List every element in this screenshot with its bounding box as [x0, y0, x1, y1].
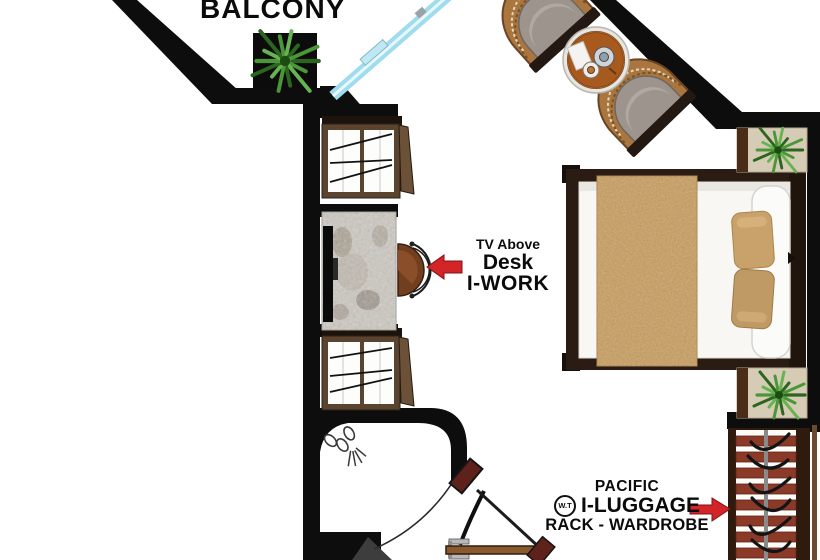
pillow-1: [731, 210, 775, 270]
tv-icon: [323, 226, 338, 322]
desk-annotation-line3: I-WORK: [466, 272, 550, 296]
window-open-casement: [398, 124, 415, 195]
balcony-label: BALCONY: [200, 0, 346, 24]
closet-rail: [764, 430, 768, 560]
wall-balcony-right-diagonal: [590, 0, 742, 129]
window-upper: [321, 116, 415, 199]
shower-head-icon: [323, 426, 367, 467]
wardrobe-right-arrow-icon: [689, 497, 731, 522]
luggage-annotation: PACIFIC W.T I-LUGGAGE RACK - WARDROBE: [536, 478, 718, 535]
desk: [321, 211, 397, 331]
wall-top-right-horizontal: [716, 112, 820, 129]
wt-logo-badge: W.T: [554, 495, 576, 518]
luggage-annotation-line3: RACK - WARDROBE: [545, 516, 709, 535]
hanger-icons: [746, 432, 792, 554]
desk-annotation: TV Above Desk I-WORK: [446, 237, 570, 295]
desk-annotation-line2: Desk: [482, 250, 534, 274]
nightstand-upper: [736, 126, 808, 174]
pillow-2: [731, 268, 775, 330]
door-arc-terminus: [352, 537, 392, 560]
door-leaf: [475, 488, 543, 551]
bed-blanket: [596, 175, 698, 367]
nightstand-lower: [736, 367, 808, 420]
entry-door: [373, 457, 543, 551]
window-lower: [321, 328, 415, 411]
wall-bathroom-inner-fillet: [320, 423, 348, 452]
desk-left-arrow-icon: [426, 254, 463, 280]
sliding-glass-door-icon: [329, 0, 452, 101]
wall-right: [807, 112, 820, 432]
wall-bathroom-corner: [418, 408, 467, 482]
wardrobe: [728, 425, 817, 560]
desk-chair: [397, 241, 432, 299]
balcony-plant: [253, 31, 319, 91]
wall-bathroom-top: [318, 408, 428, 423]
luggage-annotation-line2: W.T I-LUGGAGE: [536, 494, 718, 518]
walls: [112, 0, 820, 560]
window-open-casement: [398, 336, 415, 407]
wall-balcony-left-diagonal: [112, 0, 238, 104]
luggage-rack: [445, 535, 556, 560]
luggage-annotation-line1: PACIFIC: [594, 478, 660, 495]
door-jamb-bottom: [526, 535, 556, 560]
wall-left: [303, 98, 320, 560]
balcony-table: [562, 26, 630, 94]
door-jamb-top: [448, 457, 484, 495]
luggage-annotation-brand: I-LUGGAGE: [581, 494, 700, 518]
desk-annotation-line1: TV Above: [475, 236, 541, 252]
door-swing-arc: [373, 476, 457, 550]
bed: [562, 165, 806, 371]
